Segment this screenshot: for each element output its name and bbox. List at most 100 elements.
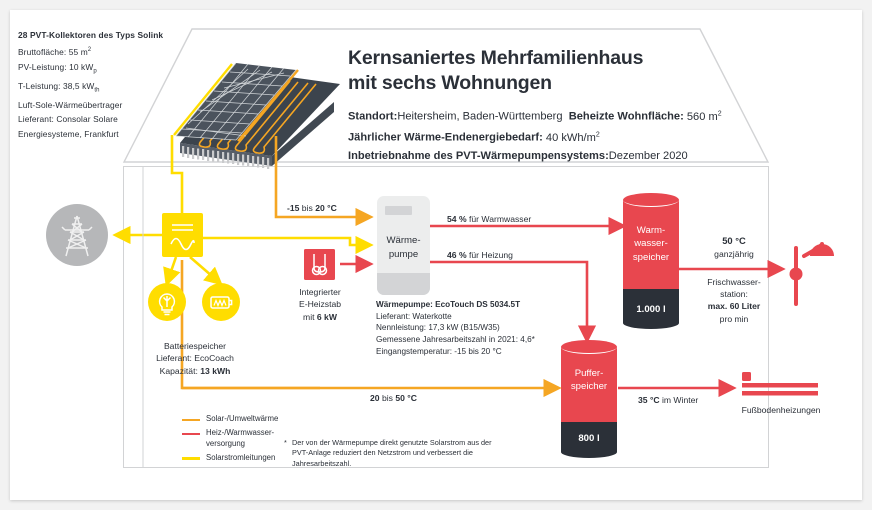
fact-location-row: Standort:Heitersheim, Baden-Württemberg … <box>348 105 768 126</box>
hot-water-tank-label-1: Warm- <box>636 225 666 236</box>
house-roof-outline <box>122 28 770 163</box>
pv-spec-line-2: T-Leistung: 38,5 kWth <box>18 80 100 94</box>
fact-demand-label: Jährlicher Wärme-Endenergiebedarf: <box>348 131 543 144</box>
heat-pump-display-slot <box>385 206 412 215</box>
floor-heating-caption: Fußbodenheizungen <box>741 405 821 415</box>
fact-commissioning-row: Inbetriebnahme des PVT-Wärmepumpensystem… <box>348 147 768 166</box>
pv-spec-line-4: Lieferant: Consolar Solare <box>18 114 118 125</box>
buffer-temp-sep: bis <box>379 393 396 403</box>
fact-area-value: 560 m2 <box>686 110 722 123</box>
buffer-temp-low: 20 <box>370 393 380 403</box>
infographic-canvas: 28 PVT-Kollektoren des Typs Solink Brutt… <box>10 10 862 500</box>
battery-capacity-value: 13 kWh <box>200 365 231 376</box>
heat-pump-spec-line-0: Lieferant: Waterkotte <box>376 311 452 321</box>
e-heater-caption-line-1: Integrierter <box>299 287 341 297</box>
hot-water-tank: Warm- wasser- speicher 1.000 l <box>623 193 679 329</box>
footnote-text: Der von der Wärmepumpe direkt genutzte S… <box>292 438 492 468</box>
heat-pump-base <box>377 273 430 295</box>
legend-label-heat-dhw-2: versorgung <box>206 438 246 448</box>
floor-temp-value: 35 °C <box>638 395 660 405</box>
heating-share-text: für Heizung <box>466 250 513 260</box>
battery-icon <box>202 283 240 321</box>
legend-swatch-solar-heat <box>182 418 200 422</box>
heat-pump-spec-heading: Wärmepumpe: EcoTouch DS 5034.5T <box>376 300 521 309</box>
source-temp-high: 20 °C <box>315 203 337 213</box>
e-heater-caption-line-3: mit 6 kW <box>282 311 358 323</box>
heat-pump-box-label: Wärme- pumpe <box>377 234 430 261</box>
buffer-tank-label-2: speicher <box>570 381 608 393</box>
heat-pump-spec-line-2: Gemessene Jahresarbeitszahl in 2021: 4,6… <box>376 335 535 345</box>
battery-caption-line-2: Lieferant: EcoCoach <box>156 353 234 364</box>
battery-caption-line-1: Batteriespeicher <box>163 341 227 351</box>
hotwater-share-value: 54 % <box>447 214 467 224</box>
title-line-2: mit sechs Wohnungen <box>348 72 552 94</box>
legend-item-solar-heat: Solar-/Umweltwärme <box>182 414 302 425</box>
buffer-tank: Puffer- speicher 800 l <box>561 340 617 458</box>
buffer-tank-top-cap <box>561 340 617 354</box>
buffer-tank-label: Puffer- speicher <box>561 367 617 394</box>
pv-thermal-collector-icon <box>173 62 340 169</box>
page-title: Kernsaniertes Mehrfamilienhaus mit sechs… <box>348 46 768 96</box>
buffer-temp-high: 50 °C <box>395 393 417 403</box>
fact-area-label: Beheizte Wohnfläche: <box>568 110 684 123</box>
freshwater-station-line-1: Frischwasser- <box>707 277 761 287</box>
hot-water-tank-label: Warm- wasser- speicher <box>623 224 679 264</box>
floor-temp-text: im Winter <box>659 395 699 405</box>
freshwater-temp-caption: 50 °C ganzjährig <box>688 235 780 260</box>
heating-share-label: 46 % für Heizung <box>447 249 513 262</box>
legend-item-heat-dhw: Heiz-/Warmwasser- versorgung <box>182 428 302 449</box>
freshwater-temp-value: 50 °C <box>722 235 746 246</box>
hot-water-tank-volume: 1.000 l <box>636 304 666 315</box>
pv-spec-heading: 28 PVT-Kollektoren des Typs Solink <box>18 30 164 40</box>
buffer-tank-volume: 800 l <box>578 433 600 444</box>
title-facts: Standort:Heitersheim, Baden-Württemberg … <box>348 105 768 166</box>
legend-swatch-pv-power <box>182 457 200 460</box>
footnote-marker: * <box>284 438 287 447</box>
hot-water-tank-top-cap <box>623 193 679 207</box>
e-heater-caption: Integrierter E-Heizstab mit 6 kW <box>282 286 358 323</box>
e-heater-power-value: 6 kW <box>316 311 337 322</box>
electric-heating-rod-icon <box>303 248 336 281</box>
legend-label-pv-power: Solarstromleitungen <box>206 452 276 462</box>
fact-demand-row: Jährlicher Wärme-Endenergiebedarf: 40 kW… <box>348 126 768 147</box>
e-heater-caption-line-2: E-Heizstab <box>298 299 342 310</box>
fact-commissioning-label: Inbetriebnahme des PVT-Wärmepumpensystem… <box>348 150 609 163</box>
pv-spec-line-5: Energiesysteme, Frankfurt <box>18 128 119 139</box>
shower-icon <box>789 242 834 306</box>
footnote: * Der von der Wärmepumpe direkt genutzte… <box>284 438 507 469</box>
lightbulb-icon <box>148 283 186 321</box>
pv-collector-spec-panel: 28 PVT-Kollektoren des Typs Solink Brutt… <box>18 28 164 141</box>
legend-label-heat-dhw-1: Heiz-/Warmwasser- <box>206 428 275 438</box>
floor-heating-icon <box>742 372 818 396</box>
source-temp-sep: bis <box>299 203 316 213</box>
legend-label-solar-heat: Solar-/Umweltwärme <box>206 414 279 423</box>
hot-water-tank-label-3: speicher <box>632 251 670 263</box>
heat-pump-spec-line-3: Eingangstemperatur: -15 bis 20 °C <box>376 346 502 356</box>
heat-pump-label-line-2: pumpe <box>388 248 419 260</box>
heat-pump-spec-line-1: Nennleistung: 17,3 kW (B15/W35) <box>376 323 500 333</box>
legend-item-pv-power: Solarstromleitungen <box>182 453 302 464</box>
hotwater-share-text: für Warmwasser <box>466 214 532 224</box>
freshwater-station-line-4: pro min <box>719 313 749 324</box>
buffer-supply-temperature-label: 20 bis 50 °C <box>370 392 417 405</box>
pv-spec-line-3: Luft-Sole-Wärmeübertrager <box>18 99 123 110</box>
heat-pump-unit: Wärme- pumpe <box>377 196 430 295</box>
freshwater-station-caption: Frischwasser- station: max. 60 Liter pro… <box>682 276 786 325</box>
heating-share-value: 46 % <box>447 250 467 260</box>
fact-location-value: Heitersheim, Baden-Württemberg <box>397 110 563 123</box>
pv-spec-line-1: PV-Leistung: 10 kWp <box>18 61 97 75</box>
battery-storage-caption: Batteriespeicher Lieferant: EcoCoach Kap… <box>130 340 260 377</box>
house-body-outline <box>123 166 769 468</box>
freshwater-station-rate: max. 60 Liter <box>707 301 761 312</box>
fact-commissioning-value: Dezember 2020 <box>608 150 688 163</box>
title-block: Kernsaniertes Mehrfamilienhaus mit sechs… <box>348 46 768 166</box>
source-temp-low: -15 <box>287 203 300 213</box>
buffer-tank-bottom-cap <box>561 446 617 458</box>
hotwater-share-label: 54 % für Warmwasser <box>447 213 531 226</box>
source-temperature-label: -15 bis 20 °C <box>287 202 337 215</box>
fact-location-label: Standort: <box>348 110 398 123</box>
battery-caption-line-3: Kapazität: 13 kWh <box>130 365 260 377</box>
legend: Solar-/Umweltwärme Heiz-/Warmwasser- ver… <box>182 414 302 467</box>
power-grid-tower-icon <box>46 204 108 266</box>
heat-pump-spec-panel: Wärmepumpe: EcoTouch DS 5034.5T Lieferan… <box>376 299 626 358</box>
